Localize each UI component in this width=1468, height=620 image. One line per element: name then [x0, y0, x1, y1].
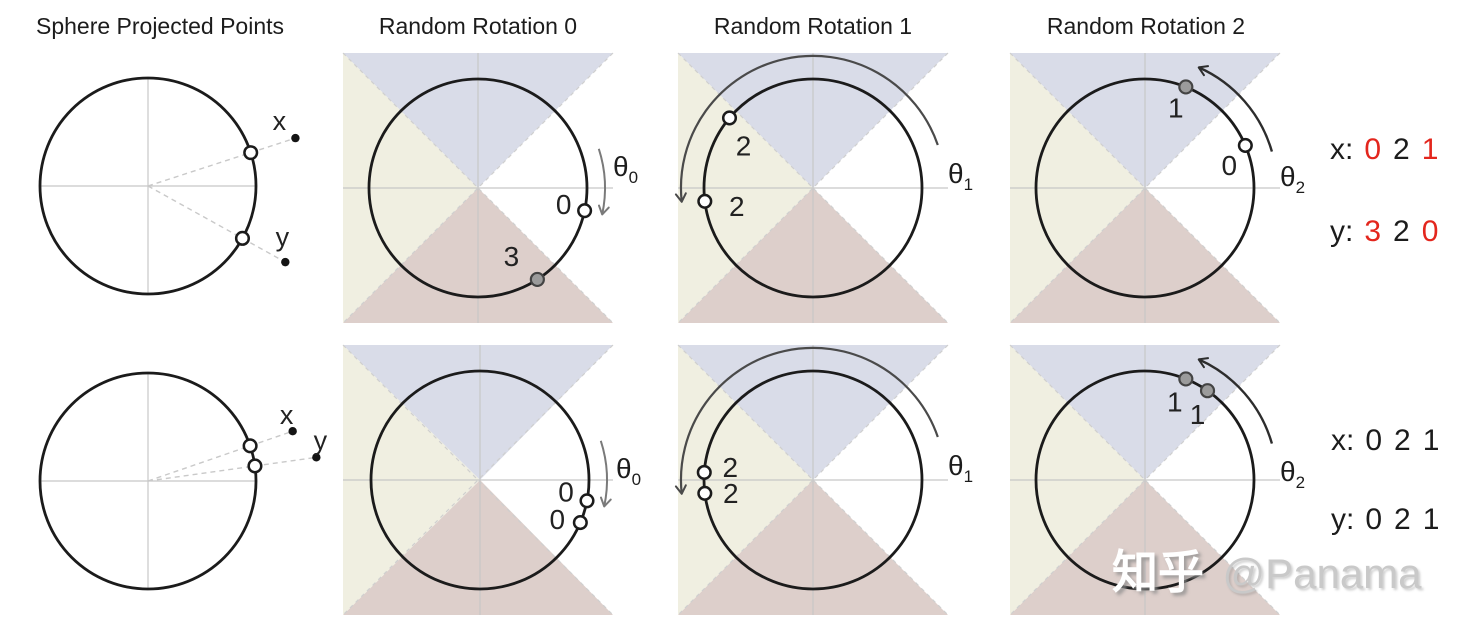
watermark-author-handle: @Panama: [1222, 550, 1422, 597]
vector-label-x: x: [273, 106, 287, 136]
outer-dot-y: [312, 453, 321, 462]
panel-title-rotation1: Random Rotation 1: [713, 13, 913, 39]
unit-circle: [369, 369, 591, 591]
point-label: 2: [722, 452, 738, 483]
point-label: 0: [558, 476, 574, 507]
panel-rotation1-bottom: 22 θ1: [674, 344, 973, 616]
point-label: 1: [1190, 399, 1206, 430]
hash-digit: 2: [1393, 215, 1410, 248]
point-open: [242, 438, 258, 454]
panel-rotation1-top: 2 2 θ1: [674, 52, 973, 324]
outer-dot-x: [288, 426, 297, 436]
theta-label-0: θ0: [616, 453, 641, 489]
hash-prefix: x:: [1330, 133, 1354, 166]
unit-circle: [702, 369, 924, 591]
watermark-brand-zhihu: 知乎: [1112, 546, 1204, 598]
point-open: [572, 515, 588, 531]
point-open: [247, 458, 263, 474]
hash-digit: 2: [1394, 503, 1411, 536]
point-open: [721, 110, 738, 126]
rotation-arrow: [674, 54, 939, 203]
hash-digit: 2: [1393, 133, 1410, 166]
point-label: 0: [1222, 150, 1238, 181]
panel-rotation0-bottom: 00 θ0: [342, 344, 641, 616]
hash-digit-mismatch: 3: [1364, 215, 1382, 248]
point-open: [696, 464, 712, 480]
hash-digit-mismatch: 0: [1364, 133, 1382, 166]
rotation-arrow: [674, 346, 939, 495]
rotation-arrow: [1197, 357, 1274, 444]
theta-label-1: θ1: [948, 158, 973, 194]
rotation-arrow: [597, 148, 610, 216]
quad-top: [343, 345, 613, 480]
point-label: 2: [723, 478, 739, 509]
watermark: 知乎 @Panama: [1112, 536, 1422, 602]
projection-ray-x: [147, 430, 293, 482]
panel-sphere-bottom: xy: [38, 371, 328, 591]
projection-ray-x: [147, 137, 296, 187]
hash-digit-mismatch: 1: [1421, 133, 1439, 166]
hash-digit: 0: [1365, 424, 1383, 457]
panel-title-sphere: Sphere Projected Points: [35, 13, 285, 39]
quad-bottom: [343, 480, 613, 615]
theta-label-0: θ0: [613, 151, 638, 187]
rotation-arrow: [599, 440, 612, 508]
hash-digit: 0: [1365, 503, 1383, 536]
hash-prefix: y:: [1331, 503, 1355, 536]
point-open: [234, 230, 251, 246]
point-open: [1237, 137, 1253, 153]
theta-label-2: θ2: [1280, 161, 1305, 197]
point-filled: [1199, 383, 1216, 399]
point-label: 0: [556, 189, 572, 220]
point-label: 0: [550, 504, 566, 535]
panel-rotation0-top: 0 3 θ0: [342, 52, 638, 324]
panel-rotation2-top: 1 0 θ2: [1009, 52, 1305, 324]
vector-label-y: y: [314, 425, 328, 455]
panel-title-rotation2: Random Rotation 2: [1046, 13, 1246, 39]
hash-prefix: x:: [1331, 424, 1355, 457]
point-label: 3: [504, 241, 520, 272]
theta-label-2: θ2: [1280, 456, 1305, 492]
hash-digit: 1: [1422, 503, 1440, 536]
projection-ray-y: [147, 185, 286, 263]
panel-title-rotation0: Random Rotation 0: [378, 13, 578, 39]
unit-circle: [38, 371, 258, 591]
theta-label-1: θ1: [948, 450, 973, 486]
unit-circle: [1034, 77, 1256, 299]
unit-circle: [702, 77, 924, 299]
point-label: 1: [1168, 92, 1184, 123]
unit-circle: [38, 76, 258, 296]
point-open: [697, 193, 713, 209]
rotation-arrow: [1197, 65, 1274, 152]
hash-prefix: y:: [1330, 215, 1354, 248]
point-open: [697, 485, 713, 501]
point-filled: [1178, 371, 1194, 387]
point-open: [577, 203, 593, 219]
outer-dot-x: [291, 133, 300, 143]
vector-label-x: x: [280, 400, 294, 430]
projection-ray-y: [147, 456, 317, 482]
hash-digit-mismatch: 0: [1421, 215, 1439, 248]
point-filled: [1178, 79, 1194, 95]
point-open: [579, 493, 595, 509]
vector-label-y: y: [276, 222, 290, 252]
point-label: 2: [729, 191, 745, 222]
point-label: 2: [736, 130, 752, 161]
hash-digit: 1: [1422, 424, 1440, 457]
point-label: 1: [1167, 386, 1183, 417]
hash-digit: 2: [1394, 424, 1411, 457]
point-open: [243, 145, 259, 161]
unit-circle: [367, 77, 589, 299]
point-filled: [529, 271, 545, 288]
panel-sphere-top: xy: [38, 76, 300, 296]
unit-circle: [1034, 369, 1256, 591]
outer-dot-y: [281, 257, 290, 267]
